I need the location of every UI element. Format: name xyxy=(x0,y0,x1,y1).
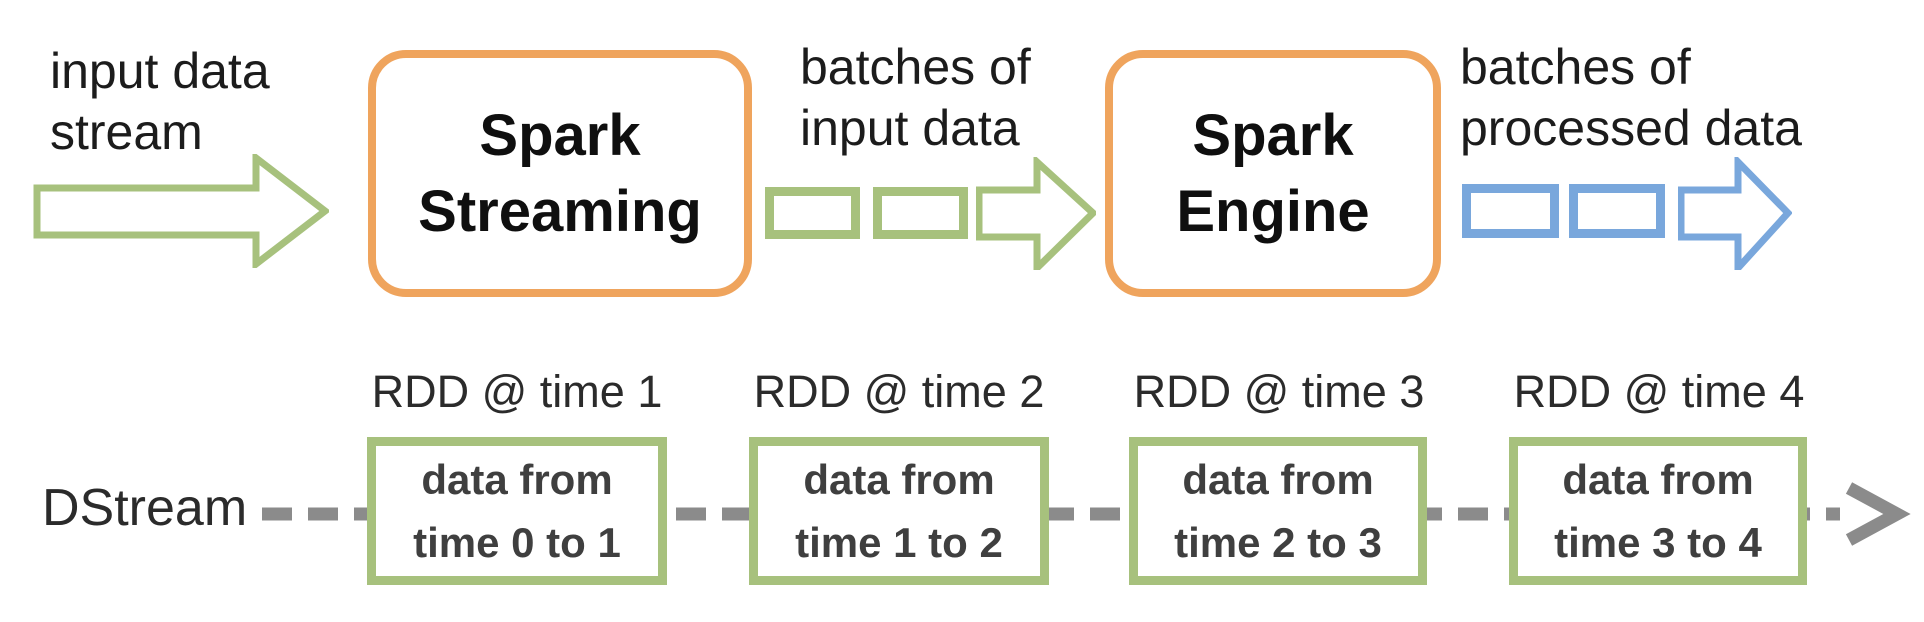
spark-streaming-title-line1: Spark xyxy=(479,102,641,168)
batches-of-input-line1: batches of xyxy=(800,39,1031,95)
dstream-label: DStream xyxy=(42,479,248,537)
rdd-box-2: data from time 1 to 2 xyxy=(749,437,1049,585)
input-stream-label-line1: input data xyxy=(50,43,270,99)
rdd-box-1-line1: data from xyxy=(421,456,613,503)
input-stream-label-line2: stream xyxy=(50,104,203,160)
spark-streaming-node: Spark Streaming xyxy=(368,50,752,297)
rdd-box-3-line2: time 2 to 3 xyxy=(1174,519,1382,566)
processed-batch-box-icon xyxy=(1462,184,1559,238)
batches-of-input-label: batches of input data xyxy=(800,37,1031,159)
spark-engine-node: Spark Engine xyxy=(1105,50,1441,297)
rdd-box-2-line1: data from xyxy=(803,456,995,503)
input-stream-arrow-icon xyxy=(33,154,329,268)
input-stream-label: input data stream xyxy=(50,41,270,163)
batches-of-input-line2: input data xyxy=(800,100,1020,156)
rdd-box-3: data from time 2 to 3 xyxy=(1129,437,1427,585)
input-batch-box-icon xyxy=(873,187,968,239)
spark-engine-title-line1: Spark xyxy=(1192,102,1354,168)
processed-batch-box-icon xyxy=(1569,184,1665,238)
rdd-box-4-line1: data from xyxy=(1562,456,1754,503)
batches-of-processed-label: batches of processed data xyxy=(1460,37,1802,159)
rdd-time-4-title: RDD @ time 4 xyxy=(1513,366,1805,417)
rdd-box-3-line1: data from xyxy=(1182,456,1374,503)
spark-streaming-title-line2: Streaming xyxy=(418,178,702,244)
rdd-time-1-title: RDD @ time 1 xyxy=(371,366,663,417)
rdd-box-4-line2: time 3 to 4 xyxy=(1554,519,1762,566)
rdd-time-3-title: RDD @ time 3 xyxy=(1133,366,1425,417)
processed-batches-arrow-icon xyxy=(1678,157,1792,270)
rdd-time-2-title: RDD @ time 2 xyxy=(753,366,1045,417)
rdd-box-2-line2: time 1 to 2 xyxy=(795,519,1003,566)
batches-of-processed-line1: batches of xyxy=(1460,39,1691,95)
rdd-box-1: data from time 0 to 1 xyxy=(367,437,667,585)
input-batch-box-icon xyxy=(765,187,860,239)
spark-engine-title-line2: Engine xyxy=(1176,178,1370,244)
rdd-box-1-line2: time 0 to 1 xyxy=(413,519,621,566)
batches-of-processed-line2: processed data xyxy=(1460,100,1802,156)
rdd-box-4: data from time 3 to 4 xyxy=(1509,437,1807,585)
input-batches-arrow-icon xyxy=(976,157,1096,270)
